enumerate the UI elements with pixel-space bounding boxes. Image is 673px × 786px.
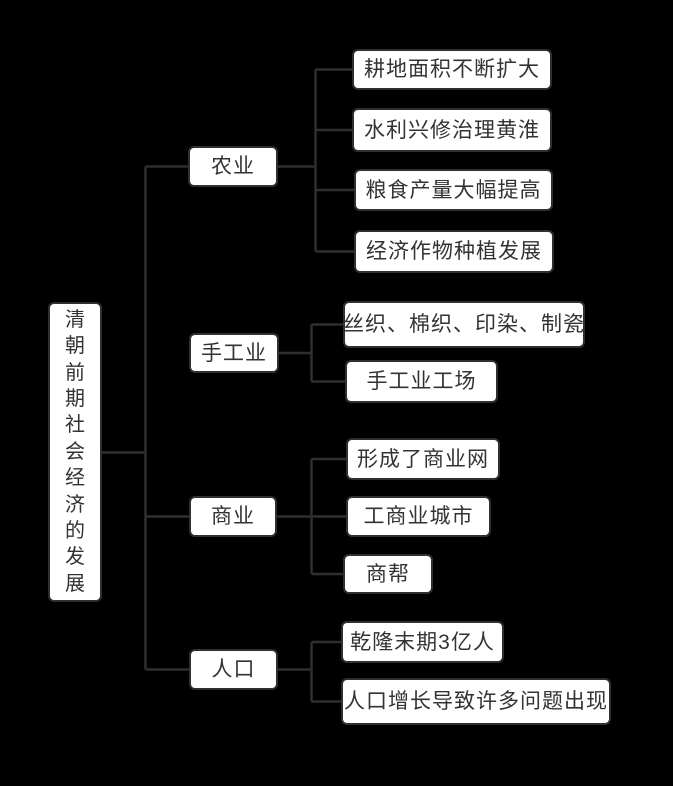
branch-node-handicraft: 手工业 [189, 333, 279, 373]
branch-label: 人口 [211, 658, 256, 681]
leaf-label: 商帮 [366, 562, 410, 586]
leaf-node-commercial-network: 形成了商业网 [346, 438, 500, 480]
leaf-label: 经济作物种植发展 [366, 240, 542, 263]
leaf-node-population-problems: 人口增长导致许多问题出现 [341, 678, 611, 725]
branch-node-population: 人口 [189, 649, 278, 690]
branch-label: 农业 [211, 155, 255, 178]
leaf-label: 丝织、棉织、印染、制瓷 [343, 313, 585, 336]
leaf-label: 粮食产量大幅提高 [365, 178, 542, 202]
leaf-label: 工商业城市 [363, 505, 474, 528]
leaf-node-water-conservancy: 水利兴修治理黄淮 [352, 108, 552, 152]
leaf-node-merchant-guilds: 商帮 [343, 554, 433, 594]
leaf-node-commercial-cities: 工商业城市 [346, 496, 491, 537]
leaf-label: 乾隆末期3亿人 [350, 630, 495, 654]
branch-label: 手工业 [201, 341, 267, 365]
leaf-label: 形成了商业网 [357, 447, 489, 471]
leaf-label: 水利兴修治理黄淮 [364, 118, 540, 142]
leaf-node-grain-output: 粮食产量大幅提高 [354, 169, 553, 211]
root-node: 清朝前期社会经济的发展 [48, 302, 102, 602]
leaf-node-cultivated-area: 耕地面积不断扩大 [352, 49, 552, 90]
leaf-node-textiles-porcelain: 丝织、棉织、印染、制瓷 [343, 301, 585, 348]
leaf-node-cash-crops: 经济作物种植发展 [354, 230, 554, 273]
branch-node-commerce: 商业 [189, 496, 277, 537]
leaf-label: 手工业工场 [366, 370, 477, 393]
leaf-label: 耕地面积不断扩大 [364, 58, 540, 81]
leaf-node-population-300m: 乾隆末期3亿人 [341, 621, 504, 663]
leaf-label: 人口增长导致许多问题出现 [344, 690, 608, 713]
branch-label: 商业 [211, 505, 255, 528]
branch-node-agriculture: 农业 [188, 146, 278, 187]
root-label: 清朝前期社会经济的发展 [65, 308, 85, 595]
leaf-node-workshops: 手工业工场 [345, 360, 498, 403]
